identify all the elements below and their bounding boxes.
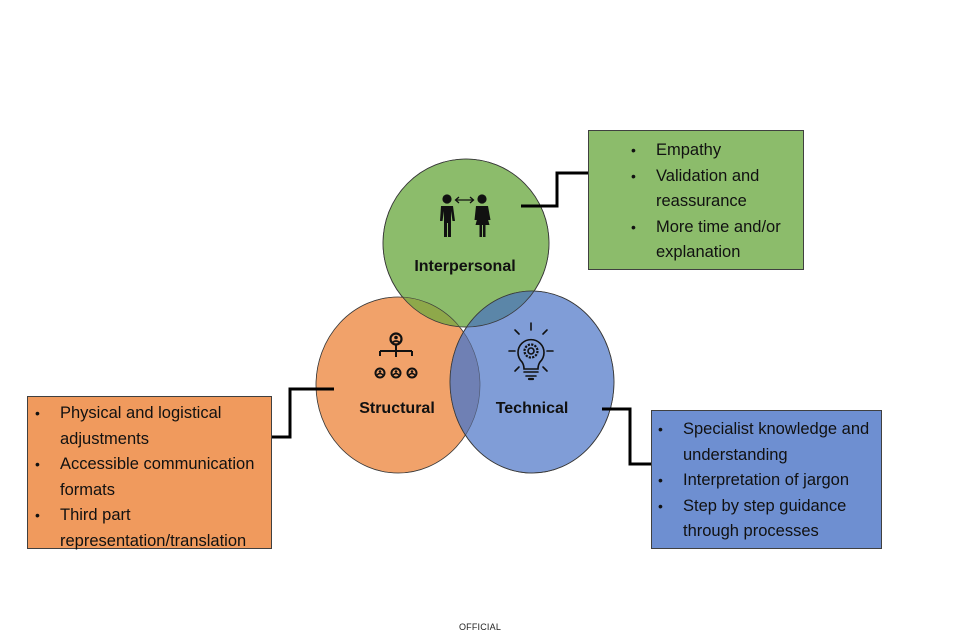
circle-label-structural: Structural — [359, 400, 435, 417]
list-item: Step by step guidance through processes — [654, 494, 877, 545]
structural-support-list: Physical and logistical adjustments Acce… — [31, 401, 265, 554]
interpersonal-support-list: Empathy Validation and reassurance More … — [627, 138, 797, 266]
people-interaction-icon — [440, 194, 491, 237]
list-item: Accessible communication formats — [31, 452, 265, 503]
list-item: Interpretation of jargon — [654, 468, 877, 494]
connector-technical — [602, 407, 657, 466]
technical-support-box: Specialist knowledge and understanding I… — [651, 410, 882, 549]
interpersonal-support-box: Empathy Validation and reassurance More … — [588, 130, 804, 270]
list-item: Physical and logistical adjustments — [31, 401, 265, 452]
structural-support-box: Physical and logistical adjustments Acce… — [27, 396, 272, 550]
technical-support-list: Specialist knowledge and understanding I… — [654, 417, 877, 545]
circle-label-technical: Technical — [496, 400, 569, 417]
list-item: Specialist knowledge and understanding — [654, 417, 877, 468]
connector-interpersonal — [521, 171, 594, 208]
org-chart-icon — [374, 332, 418, 379]
lightbulb-gear-icon — [508, 322, 554, 381]
circle-label-interpersonal: Interpersonal — [414, 258, 515, 275]
list-item: More time and/or explanation — [627, 215, 797, 266]
list-item: Third part representation/translation — [31, 503, 265, 554]
list-item: Empathy — [627, 138, 797, 164]
classification-footer: OFFICIAL — [458, 622, 502, 632]
list-item: Validation and reassurance — [627, 164, 797, 215]
